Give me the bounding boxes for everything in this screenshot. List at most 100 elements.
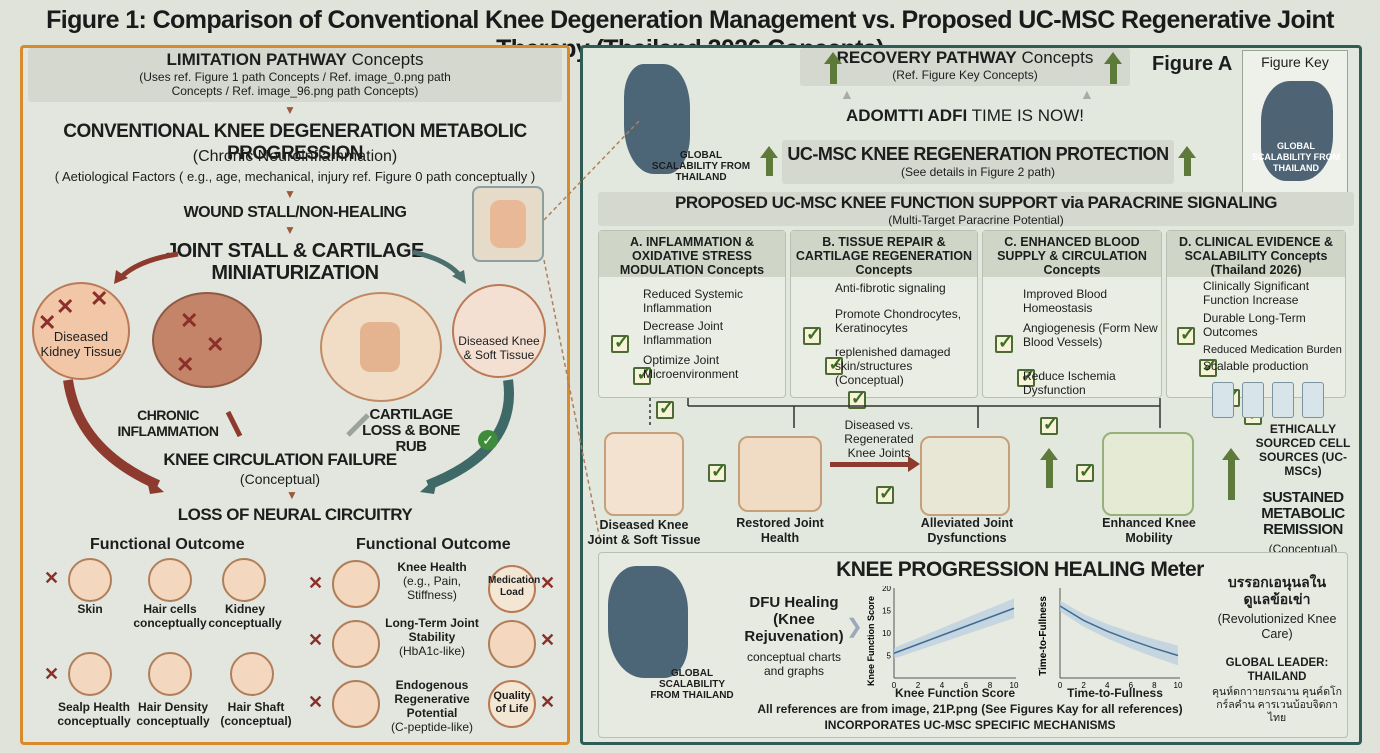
global-scalability-top: GLOBAL SCALABILITY FROM THAILAND <box>651 150 751 183</box>
progression-sub1: (Chronic Neuroinflammation) <box>192 148 398 165</box>
figure-a-label: Figure A <box>1152 53 1233 75</box>
up-arrow-icon <box>760 146 778 176</box>
outcome-skin: Skin <box>77 602 103 616</box>
support-title: PROPOSED UC-MSC KNEE FUNCTION SUPPORT vi… <box>674 193 1278 212</box>
hair-shaft-icon <box>230 652 274 696</box>
chart2-xtick-label: 4 <box>1105 681 1110 690</box>
checkbox-icon <box>1199 356 1218 377</box>
check-icon <box>876 483 894 509</box>
wound-stall: WOUND STALL/NON-HEALING <box>183 204 407 221</box>
dfu-title: DFU Healing (Knee Rejuvenation) <box>744 594 844 645</box>
circulation-failure: KNEE CIRCULATION FAILURE <box>163 450 397 469</box>
column-c-item: Improved Blood Homeostasis <box>1023 287 1108 315</box>
column-c: C. ENHANCED BLOOD SUPPLY & CIRCULATION C… <box>982 230 1162 435</box>
column-a: A. INFLAMMATION & OXIDATIVE STRESS MODUL… <box>598 230 786 419</box>
up-arrow-icon <box>1178 146 1196 176</box>
column-b: B. TISSUE REPAIR & CARTILAGE REGENERATIO… <box>790 230 978 409</box>
diseased-kidney-label: Diseased Kidney Tissue <box>40 329 122 359</box>
x-mark-icon: ✕ <box>540 692 556 712</box>
chart1-ytick-label: 10 <box>882 629 891 638</box>
dfu-sub: conceptual charts and graphs <box>746 650 842 678</box>
limitation-suffix: Concepts <box>351 50 424 69</box>
progression-title: CONVENTIONAL KNEE DEGENERATION METABOLIC… <box>63 121 527 164</box>
down-arrow-icon: ▼ <box>284 223 296 237</box>
column-a-item: Decrease Joint Inflammation <box>643 319 724 347</box>
column-c-item: Reduce Ischemia Dysfunction <box>1023 369 1116 397</box>
ethical-sources: ETHICALLY SOURCED CELL SOURCES (UC-MSCs) <box>1255 422 1351 478</box>
check-icon <box>708 461 726 487</box>
diseased-knee-soft-label: Diseased Knee & Soft Tissue <box>458 334 540 362</box>
references: All references are from image, 21P.png (… <box>757 702 1183 716</box>
circulation-conceptual: (Conceptual) <box>239 471 321 487</box>
up-arrow-icon <box>1222 448 1240 500</box>
adopt-banner: ADOMTTI ADFI TIME IS NOW! <box>800 92 1130 132</box>
sustained-remission: SUSTAINED METABOLIC REMISSION <box>1261 489 1345 538</box>
x-mark-icon: ✕ <box>44 664 60 684</box>
functional-outcome-right: Functional Outcome <box>356 536 511 553</box>
medication-load-label: Medication Load <box>488 575 541 598</box>
x-mark-icon: ✕ <box>38 310 57 335</box>
column-d-item: Scalable production <box>1203 359 1309 373</box>
restored-joint-image <box>738 436 822 512</box>
x-mark-icon: ✕ <box>308 630 324 650</box>
chart2-xlabel: Time-to-Fullness <box>1067 686 1163 700</box>
global-leader: GLOBAL LEADER: THAILAND <box>1225 657 1329 683</box>
x-mark-icon: ✕ <box>176 352 195 377</box>
checkbox-icon <box>995 332 1013 353</box>
limitation-panel <box>20 45 570 745</box>
alleviated-joint-image <box>920 436 1010 516</box>
revolutionized: (Revolutionized Knee Care) <box>1217 612 1337 641</box>
checkbox-icon <box>655 398 674 419</box>
diseased-knee-joint-image <box>604 432 684 516</box>
column-b-item: Promote Chondrocytes, Keratinocytes <box>835 307 962 335</box>
chart1-xtick-label: 4 <box>940 681 945 690</box>
chart1-xtick-label: 6 <box>964 681 969 690</box>
progression-sub2: ( Aetiological Factors ( e.g., age, mech… <box>54 169 536 184</box>
cell-vials-image <box>1212 376 1332 418</box>
chart1-ytick-label: 15 <box>882 607 891 616</box>
x-mark-icon: ✕ <box>540 630 556 650</box>
x-mark-icon: ✕ <box>56 294 75 319</box>
chart2-xtick-label: 2 <box>1081 681 1086 690</box>
diseased-kidney-tissue-image <box>32 282 130 380</box>
chart1-xtick-label: 0 <box>892 681 897 690</box>
neural-loss: LOSS OF NEURAL CIRCUITRY <box>177 505 413 524</box>
knee-health-sub: (e.g., Pain, Stiffness) <box>402 574 462 602</box>
up-arrow-icon <box>1104 52 1122 84</box>
column-c-item: Angiogenesis (Form New Blood Vessels) <box>1023 321 1158 349</box>
limitation-sub: (Uses ref. Figure 1 path Concepts / Ref.… <box>139 70 451 98</box>
chart1-xlabel: Knee Function Score <box>894 686 1016 700</box>
column-d-head: D. CLINICAL EVIDENCE & SCALABILITY Conce… <box>1167 231 1345 277</box>
regen-potential-title: Endogenous Regenerative Potential <box>394 678 470 720</box>
global-scalability-bottom: GLOBAL SCALABILITY FROM THAILAND <box>650 668 734 701</box>
limitation-title: LIMITATION PATHWAY <box>166 50 347 69</box>
checkbox-icon <box>611 332 629 353</box>
joint-stability-title: Long-Term Joint Stability <box>385 616 479 644</box>
column-a-head: A. INFLAMMATION & OXIDATIVE STRESS MODUL… <box>599 231 785 277</box>
figure-key-box: Figure Key GLOBAL SCALABILITY FROM THAIL… <box>1242 50 1348 198</box>
kidney-icon <box>222 558 266 602</box>
regen-potential-sub: (C-peptide-like) <box>390 720 474 734</box>
joint-stall: JOINT STALL & CARTILAGE MINIATURIZATION <box>166 240 424 284</box>
protection-title: UC-MSC KNEE REGENERATION PROTECTION <box>787 144 1169 164</box>
column-a-item: Optimize Joint Microenvironment <box>643 353 739 381</box>
chart2-ylabel: Time-to-Fullness <box>1038 596 1049 676</box>
limitation-banner: LIMITATION PATHWAY Concepts (Uses ref. F… <box>28 48 562 102</box>
support-sub: (Multi-Target Paracrine Potential) <box>888 213 1064 227</box>
enhanced-knee-image <box>1102 432 1194 516</box>
diseased-tissue-closeup-image <box>152 292 262 388</box>
thai-footer: คุนห์ดกาายกรณาน คุนค์ดโกกร์ลคำน คารเวนบ้… <box>1212 686 1343 724</box>
adopt-bold: ADOMTTI ADFI <box>846 106 968 125</box>
knee-label-alleviated: Alleviated Joint Dysfunctions <box>920 516 1014 545</box>
up-caret-icon: ▲ <box>840 86 854 102</box>
column-d-item: Clinically Significant Function Increase <box>1203 279 1310 307</box>
hair-cells-icon <box>148 558 192 602</box>
column-a-item: Reduced Systemic Inflammation <box>643 287 744 315</box>
knee-inset-bone <box>490 200 526 248</box>
chart2-xtick-label: 0 <box>1058 681 1063 690</box>
chart2-xtick-label: 6 <box>1129 681 1134 690</box>
checkbox-icon <box>1017 366 1036 387</box>
diseased-knee-soft-image <box>452 284 546 378</box>
